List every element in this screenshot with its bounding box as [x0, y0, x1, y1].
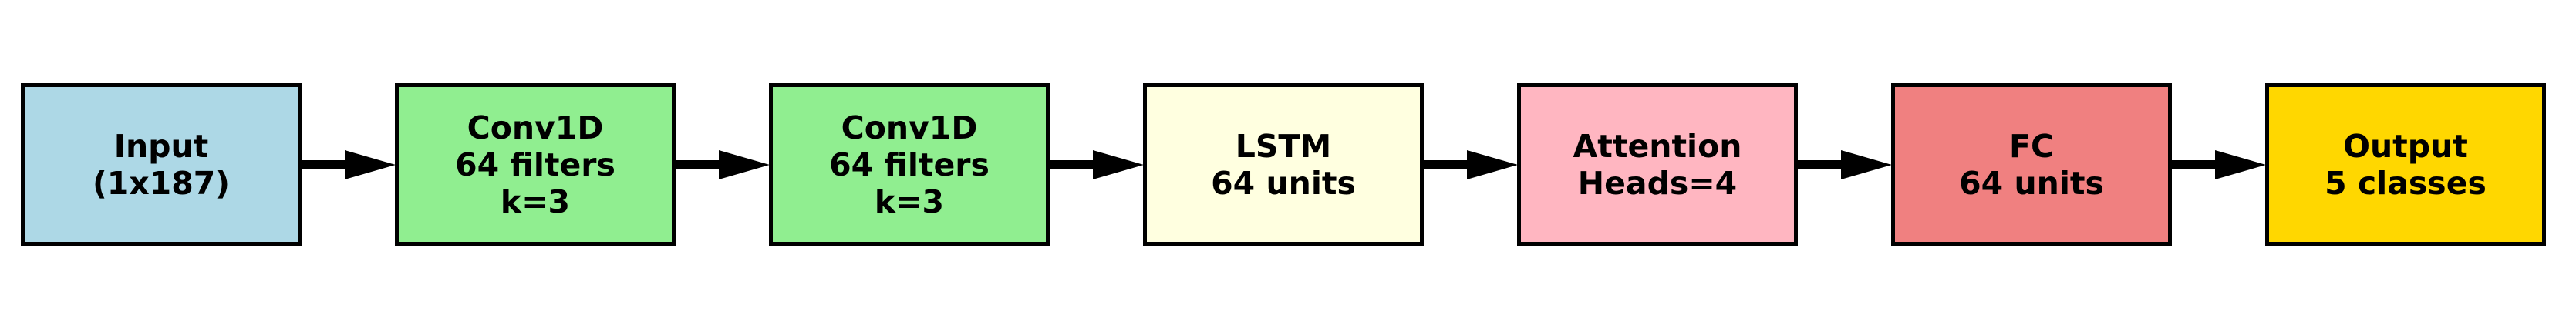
- arrow-right-icon: [1424, 150, 1518, 179]
- arrow-lstm-to-attention: [1424, 146, 1518, 184]
- arrow-conv1d-2-to-lstm: [1050, 146, 1144, 184]
- output-node-label: Output 5 classes: [2325, 127, 2487, 202]
- lstm-node: LSTM 64 units: [1143, 83, 1424, 246]
- attention-node-label: Attention Heads=4: [1573, 127, 1742, 202]
- output-node: Output 5 classes: [2265, 83, 2546, 246]
- arrow-right-icon: [2172, 150, 2266, 179]
- arrow-right-icon: [302, 150, 396, 179]
- fc-node: FC 64 units: [1891, 83, 2172, 246]
- arrow-fc-to-output: [2172, 146, 2266, 184]
- conv1d-node-2-label: Conv1D 64 filters k=3: [829, 109, 990, 220]
- arrow-input-to-conv1d-1: [302, 146, 396, 184]
- fc-node-label: FC 64 units: [1959, 127, 2104, 202]
- lstm-node-label: LSTM 64 units: [1211, 127, 1356, 202]
- attention-node: Attention Heads=4: [1517, 83, 1798, 246]
- input-node: Input (1x187): [21, 83, 302, 246]
- conv1d-node-1: Conv1D 64 filters k=3: [395, 83, 676, 246]
- arrow-right-icon: [676, 150, 770, 179]
- arrow-right-icon: [1798, 150, 1892, 179]
- conv1d-node-1-label: Conv1D 64 filters k=3: [455, 109, 615, 220]
- arrow-attention-to-fc: [1798, 146, 1892, 184]
- input-node-label: Input (1x187): [92, 127, 231, 202]
- arrow-right-icon: [1050, 150, 1144, 179]
- conv1d-node-2: Conv1D 64 filters k=3: [769, 83, 1050, 246]
- arrow-conv1d-1-to-conv1d-2: [676, 146, 770, 184]
